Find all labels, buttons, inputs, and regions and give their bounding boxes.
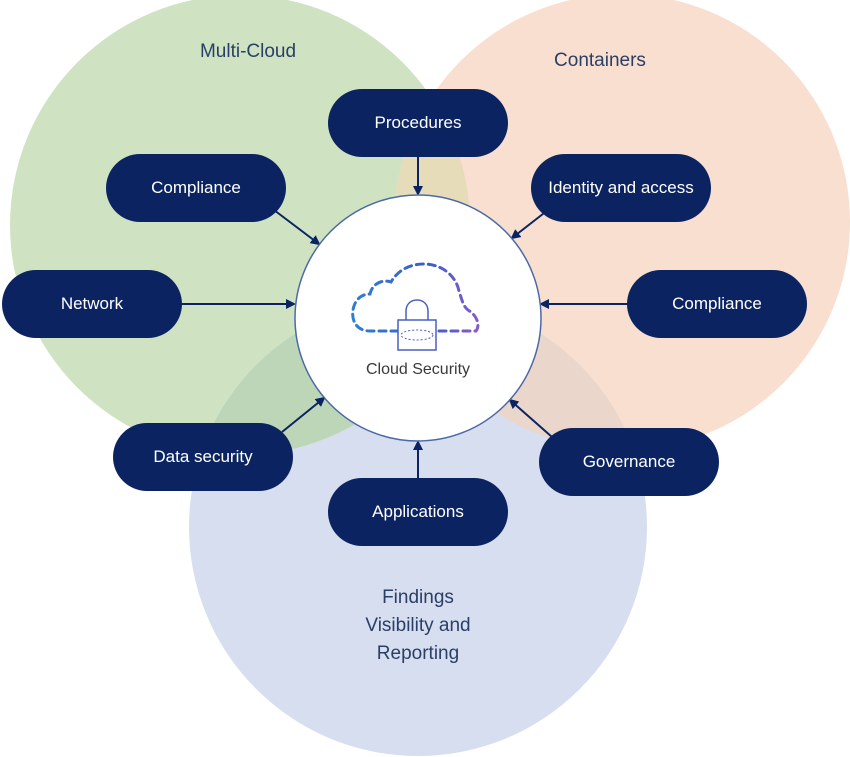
lock-body [397, 319, 437, 351]
center-title: Cloud Security [365, 361, 471, 378]
node-identity-access[interactable]: Identity and access [531, 154, 711, 222]
region-label-findings-line2: Visibility and [365, 615, 471, 636]
region-label-findings-line1: Findings [382, 587, 454, 608]
arrow-governance [508, 398, 553, 438]
node-governance[interactable]: Governance [539, 428, 719, 496]
arrow-data-security [281, 396, 326, 433]
node-procedures[interactable]: Procedures [328, 89, 508, 157]
node-data-security[interactable]: Data security [113, 423, 293, 491]
lock-shackle [405, 299, 429, 320]
overlap-peach-blue [394, 298, 647, 450]
arrow-compliance-left [273, 209, 321, 246]
arrow-identity-access [510, 209, 549, 240]
node-compliance-right[interactable]: Compliance [627, 270, 807, 338]
overlap-green-blue [189, 298, 470, 455]
cloud-outline [351, 262, 480, 333]
cloud-lock-icon [351, 262, 480, 351]
region-label-containers: Containers [554, 50, 646, 71]
region-label-findings-line3: Reporting [376, 643, 460, 664]
node-compliance-left[interactable]: Compliance [106, 154, 286, 222]
node-network[interactable]: Network [2, 270, 182, 338]
node-applications[interactable]: Applications [328, 478, 508, 546]
region-label-multi-cloud: Multi-Cloud [199, 41, 297, 62]
region-label-findings: Findings Visibility and Reporting [338, 584, 498, 668]
lock-ring [400, 329, 434, 341]
center-circle [294, 194, 542, 442]
